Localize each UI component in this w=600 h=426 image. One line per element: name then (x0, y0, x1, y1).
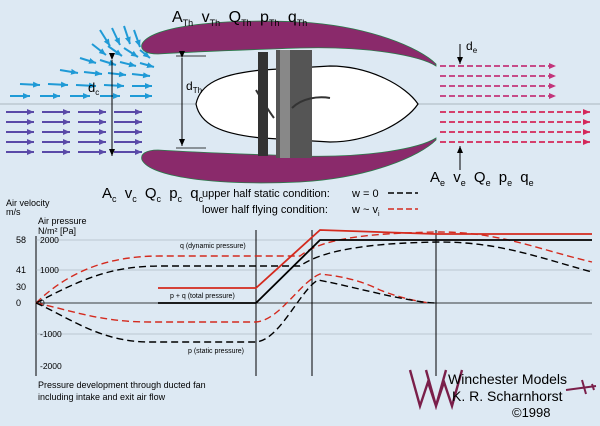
legend-static-label: upper half static condition: (202, 188, 330, 200)
legend-flying-label: lower half flying condition: (202, 204, 328, 216)
velocity-tick-30: 30 (16, 282, 26, 292)
legend-flying-formula: w ~ vi (351, 204, 380, 218)
dim-label-de: de (466, 39, 478, 55)
pressure-tick-1000: 1000 (40, 265, 59, 275)
fan-blade-curve-2 (291, 96, 331, 109)
total-pressure-static-curve (158, 239, 592, 304)
legend: upper half static condition: w = 0 lower… (202, 188, 418, 218)
outflow-arrows-upper (440, 63, 556, 99)
winchester-logo-mark (408, 369, 464, 411)
inflow-arrows-lower (6, 109, 142, 155)
velocity-axis-unit: m/s (6, 207, 21, 217)
duct-wall-upper (141, 20, 437, 67)
curve-label-dynamic: q (dynamic pressure) (180, 243, 246, 250)
caption: Pressure development through ducted fan … (38, 380, 206, 402)
inflow-arrows-upper (10, 25, 155, 99)
dynamic-pressure-static-curve (35, 241, 593, 304)
dynamic-pressure-flying-curve (35, 231, 593, 304)
label-exit-quantities: Ae ve Qe pe qe (430, 169, 534, 190)
legend-static-formula: w = 0 (351, 188, 379, 200)
copyright-year: ©1998 (512, 405, 551, 420)
duct-wall-lower (141, 137, 437, 184)
dim-label-dth: dTh (186, 79, 202, 95)
velocity-tick-0: 0 (16, 298, 21, 308)
velocity-axis-title: Air velocity (6, 198, 50, 208)
static-pressure-static-curve (35, 279, 437, 343)
pressure-tick-minus1000: -1000 (40, 329, 62, 339)
label-throat-quantities: ATh vTh QTh pTh qTh (172, 9, 307, 30)
dim-label-dc: dc (88, 80, 99, 97)
pressure-tick-minus2000: -2000 (40, 361, 62, 371)
aircraft-icon (565, 379, 597, 395)
pressure-graph: Air velocity m/s Air pressure N/m² [Pa] … (6, 198, 593, 376)
outflow-arrows-lower (440, 109, 590, 145)
caption-line-1: Pressure development through ducted fan (38, 380, 206, 390)
velocity-tick-41: 41 (16, 265, 26, 275)
branding: Winchester Models K. R. Scharnhorst ©199… (408, 369, 597, 420)
ducted-fan-section: dc dTh de ATh vTh QTh pTh qTh Ac vc Qc p… (0, 9, 600, 206)
label-capture-quantities: Ac vc Qc pc qc (102, 185, 204, 206)
caption-line-2: including intake and exit air flow (38, 392, 166, 402)
velocity-tick-58: 58 (16, 235, 26, 245)
pressure-axis-unit: N/m² [Pa] (38, 226, 76, 236)
fan-stator-front (258, 52, 268, 156)
fan-blade-curve (255, 89, 275, 119)
fan-rotor-highlight (280, 50, 290, 158)
static-pressure-flying-curve (35, 273, 431, 323)
pressure-tick-0: 0 (40, 298, 45, 308)
pressure-axis-title: Air pressure (38, 216, 87, 226)
curve-label-total: p + q (total pressure) (170, 293, 235, 300)
author-name: K. R. Scharnhorst (452, 388, 563, 404)
company-name: Winchester Models (448, 371, 567, 387)
total-pressure-flying-curve (158, 229, 592, 289)
pressure-tick-2000: 2000 (40, 235, 59, 245)
curve-label-static: p (static pressure) (188, 348, 244, 355)
